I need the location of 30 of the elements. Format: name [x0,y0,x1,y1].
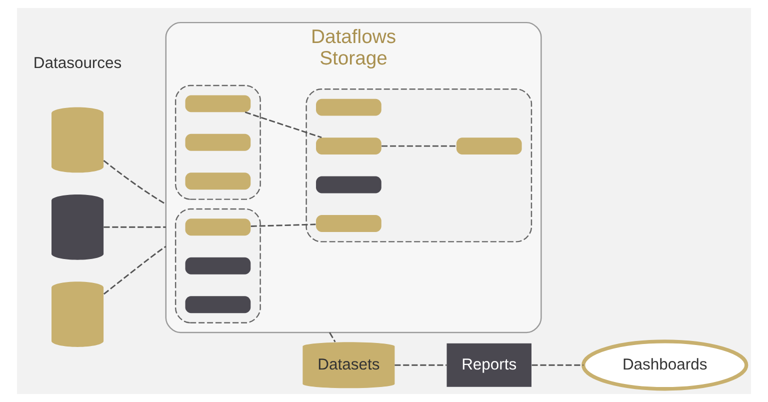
node-ellipse: Dashboards [582,340,748,391]
cluster: Dataflows Storage [165,22,542,334]
connector [532,364,584,366]
label: Datasources [33,54,122,72]
node-box [316,138,382,155]
node-box [316,215,382,232]
node-box [185,296,251,314]
node-box [185,172,251,190]
connector [250,224,316,227]
cluster [174,208,261,324]
node-cylinder [52,107,104,173]
connector [244,112,322,138]
node-cylinder [52,282,104,347]
connector [103,246,166,295]
connector [104,226,166,228]
node-box [185,95,251,112]
node-box [185,218,251,236]
connector [394,364,447,366]
connector [103,160,166,205]
node-box [316,176,382,194]
cluster [174,84,261,200]
node-box: Reports [446,343,532,387]
connector [329,332,336,342]
connector [382,145,456,147]
node-box [316,98,382,116]
node-cylinder [52,194,104,260]
node-box [185,134,251,151]
cluster [306,88,532,242]
node-box [185,257,251,274]
node-box [456,138,522,155]
